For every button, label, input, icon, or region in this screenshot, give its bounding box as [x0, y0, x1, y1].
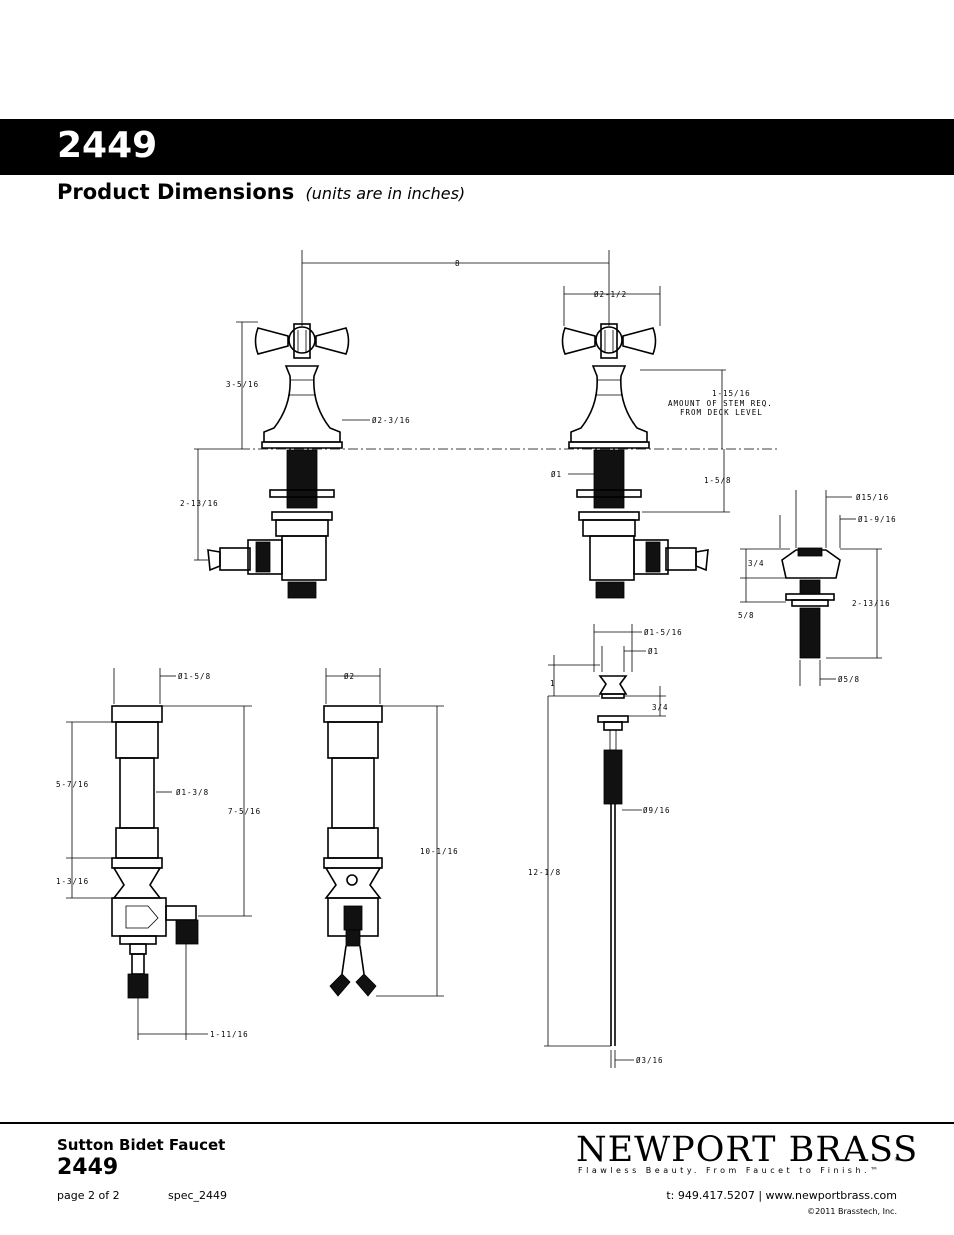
technical-drawing: 8 Ø2-1/2 3-5/16 Ø2-3/16 1-15/16 AMOUNT O… [56, 250, 897, 1068]
brand-logo: NEWPORT BRASS ® [576, 1130, 917, 1178]
dimension-label: Ø1-5/16 [644, 628, 683, 637]
dimension-label: 1-11/16 [210, 1030, 249, 1039]
dimension-label: 1-5/8 [704, 476, 732, 485]
dimension-label: 5/8 [738, 611, 755, 620]
brand-name: NEWPORT BRASS [576, 1130, 919, 1170]
dimension-label: Ø3/16 [636, 1056, 664, 1065]
model-number: 2449 [57, 125, 158, 166]
dimension-label: AMOUNT OF STEM REQ. [668, 399, 773, 408]
copyright: ©2011 Brasstech, Inc. [807, 1207, 897, 1216]
dimension-label: Ø2 [344, 672, 355, 681]
dimension-label: Ø9/16 [643, 806, 671, 815]
dimension-label: Ø1-9/16 [858, 515, 897, 524]
title-bar: 2449 [0, 119, 954, 175]
flange-detail: Ø15/16 Ø1-9/16 3/4 5/8 2-13/16 Ø5/8 [738, 490, 897, 686]
dimension-label: 12-1/8 [528, 868, 561, 877]
dimension-label: 3-5/16 [226, 380, 259, 389]
product-number: 2449 [57, 1155, 119, 1180]
dimension-label: Ø1-3/8 [176, 788, 209, 797]
dimension-label: Ø5/8 [838, 675, 860, 684]
product-name: Sutton Bidet Faucet [57, 1136, 226, 1154]
diverter-body-front: Ø2 10-1/16 [323, 668, 459, 997]
page-indicator: page 2 of 2 [57, 1189, 120, 1202]
dimension-label: 8 [455, 259, 461, 268]
dimension-label: Ø15/16 [856, 493, 889, 502]
footer-rule [0, 1122, 954, 1124]
dimension-label: 10-1/16 [420, 847, 459, 856]
dimension-label: Ø1-5/8 [178, 672, 211, 681]
dimension-label: 7-5/16 [228, 807, 261, 816]
dimension-label: 2-13/16 [852, 599, 891, 608]
dimension-label: 2-13/16 [180, 499, 219, 508]
dimension-label: Ø2-1/2 [594, 290, 627, 299]
dimension-label: 1-3/16 [56, 877, 89, 886]
top-dimensions: 8 Ø2-1/2 3-5/16 Ø2-3/16 1-15/16 AMOUNT O… [180, 250, 773, 561]
dimension-label: FROM DECK LEVEL [680, 408, 763, 417]
brand-tagline: Flawless Beauty. From Faucet to Finish.™ [578, 1166, 882, 1175]
dimension-label: 3/4 [748, 559, 765, 568]
units-note: (units are in inches) [305, 184, 466, 203]
registered-mark: ® [894, 1156, 900, 1163]
contact-info: t: 949.417.5207 | www.newportbrass.com [666, 1189, 897, 1202]
dimension-label: 5-7/16 [56, 780, 89, 789]
section-title: Product Dimensions [57, 180, 295, 204]
dimension-label: Ø1 [551, 470, 562, 479]
diverter-body-side: Ø1-5/8 5-7/16 Ø1-3/8 7-5/16 1-3/16 1-11/… [56, 668, 261, 1040]
dimension-label: Ø2-3/16 [372, 416, 411, 425]
lift-rod: Ø1-5/16 Ø1 1 3/4 Ø9/16 12-1/8 Ø3/16 [528, 624, 683, 1068]
dimension-label: 1-15/16 [712, 389, 751, 398]
left-handle-valve [207, 323, 350, 599]
right-handle-valve [561, 323, 709, 599]
dimension-label: Ø1 [648, 647, 659, 656]
dimension-label: 1 [550, 679, 556, 688]
spec-id: spec_2449 [168, 1189, 228, 1202]
section-heading: Product Dimensions (units are in inches) [57, 180, 465, 204]
dimension-label: 3/4 [652, 703, 669, 712]
